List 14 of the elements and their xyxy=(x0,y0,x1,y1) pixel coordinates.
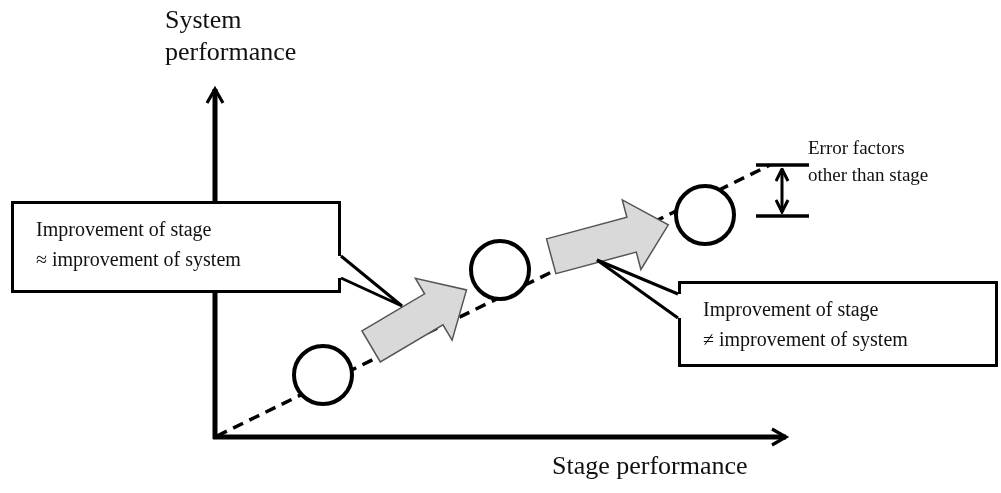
callout-text: ≈ improvement of system xyxy=(36,247,242,272)
callout-pointer xyxy=(338,254,404,308)
callout-pointer xyxy=(595,258,681,320)
callout-text: Improvement of stage xyxy=(703,297,880,322)
axis-label: System performance xyxy=(165,4,298,68)
callout-text: ≠ improvement of system xyxy=(703,327,909,352)
axis-label: Stage performance xyxy=(552,450,749,482)
callout-text: Improvement of stage xyxy=(36,217,213,242)
circle xyxy=(469,239,531,301)
annotation-text: Error factors other than stage xyxy=(808,136,930,187)
block-arrow xyxy=(545,198,670,275)
block-arrow xyxy=(360,277,468,363)
callout-box xyxy=(11,201,341,293)
callout-box xyxy=(678,281,998,367)
